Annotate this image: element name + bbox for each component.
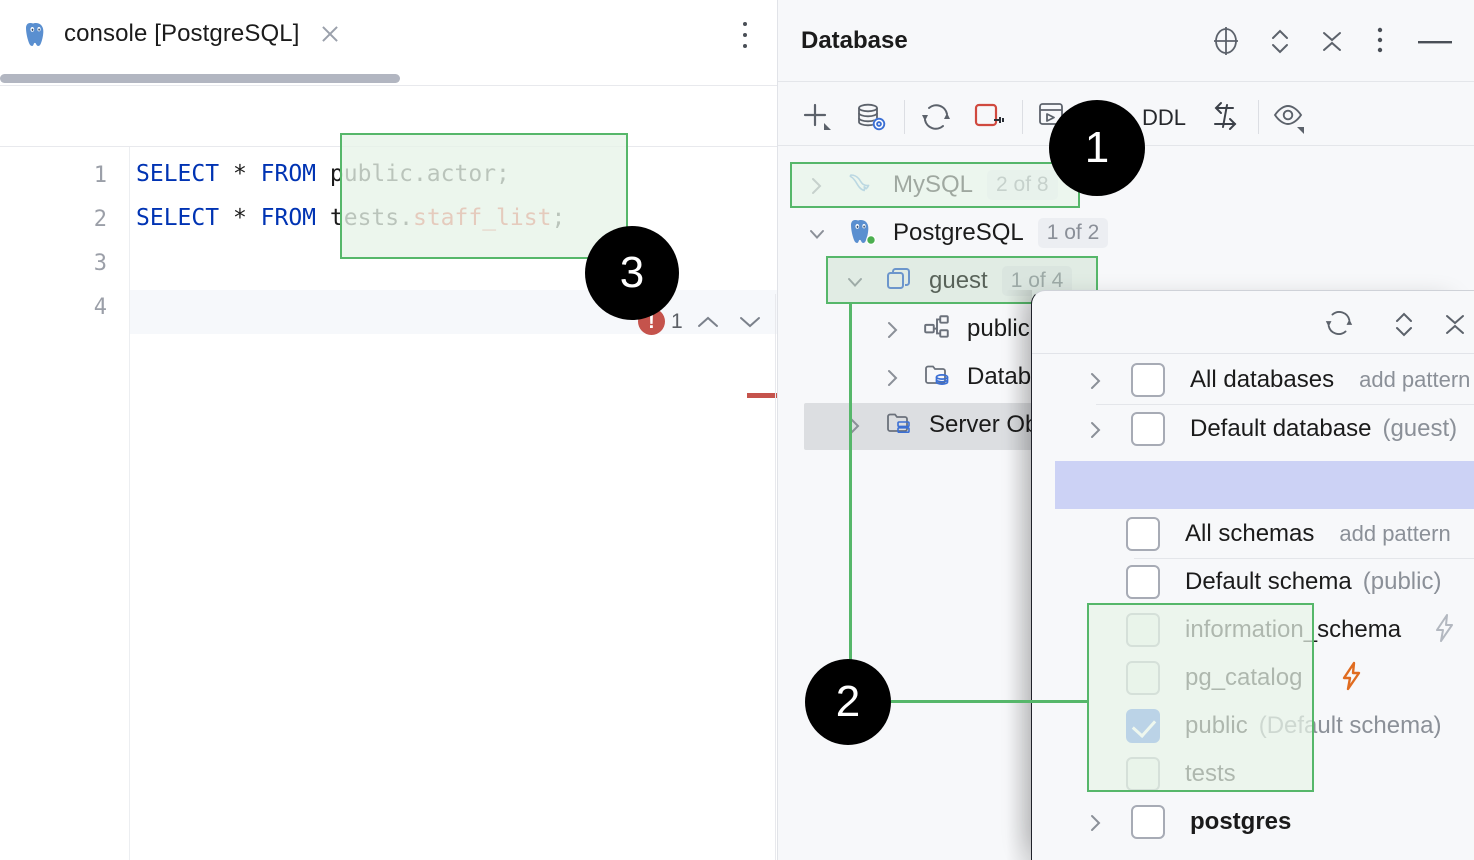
refresh-sync-icon[interactable] [918,100,954,139]
ddl-button[interactable]: DDL [1142,105,1187,130]
database-properties-icon[interactable] [854,100,890,139]
callout-badge-1: 1 [1049,100,1145,196]
tree-item-label: public [967,315,1030,342]
line-number: 2 [93,207,107,232]
minimize-icon[interactable] [1418,32,1452,50]
close-icon[interactable] [317,21,343,47]
add-pattern-link[interactable]: add pattern [1359,367,1471,392]
popup-row-label: Default schema [1185,568,1352,595]
popup-row-selection [1055,461,1474,509]
checkbox-default-schema[interactable] [1126,565,1160,599]
chevron-right-icon[interactable] [1088,420,1106,438]
tree-item-guest[interactable]: guest 1 of 4 [778,257,1474,305]
popup-row-default-database[interactable]: Default database (guest) [1032,405,1474,453]
divider [129,147,130,860]
plus-add-icon[interactable] [800,100,834,139]
divider [778,81,1474,82]
chevron-up-icon[interactable] [697,315,719,334]
tree-item-label: PostgreSQL [893,219,1024,246]
target-locate-icon[interactable] [1209,24,1243,63]
postgresql-elephant-icon [847,216,879,251]
server-folder-icon [885,409,913,442]
popup-header [1032,291,1474,353]
chevron-right-icon[interactable] [847,416,865,434]
chevron-right-icon[interactable] [1088,813,1106,831]
database-copy-icon [885,265,913,298]
editor-tab-console-postgresql[interactable]: console [PostgreSQL] [24,0,343,68]
popup-row-postgres[interactable]: postgres [1032,798,1474,846]
jump-to-editor-icon[interactable] [1209,100,1245,139]
popup-row-default-schema[interactable]: Default schema (public) [1032,558,1474,606]
popup-row-sublabel: (public) [1362,568,1442,595]
chevron-right-icon[interactable] [1088,371,1106,389]
page-title: Database [801,27,908,54]
popup-row-label: postgres [1190,808,1292,835]
expand-collapse-icon[interactable] [1265,24,1295,63]
db-folder-icon [923,361,951,394]
chevron-right-icon[interactable] [885,368,903,386]
add-pattern-link[interactable]: add pattern [1339,521,1451,546]
sql-console-pane: console [PostgreSQL] p [0,0,777,860]
eye-filter-icon[interactable] [1272,100,1308,139]
line-number: 1 [93,163,107,188]
editor-tab-label: console [PostgreSQL] [64,20,300,47]
bolt-icon [1337,660,1367,697]
schema-icon [923,313,951,346]
tree-item-label: guest [929,267,988,294]
editor-tab-strip: console [PostgreSQL] [0,0,777,68]
disconnect-icon[interactable] [972,100,1008,139]
chevron-down-icon[interactable] [847,272,865,290]
postgresql-elephant-icon [24,19,52,49]
bolt-icon [1430,612,1460,649]
divider [904,100,905,134]
divider [1134,558,1474,559]
checkbox-postgres[interactable] [1131,805,1165,839]
chevron-down-icon[interactable] [809,224,827,242]
annotation-connector-horizontal [891,700,1087,703]
divider [0,85,777,86]
annotation-highlight-mysql-node [790,162,1080,208]
tree-item-postgresql[interactable]: PostgreSQL 1 of 2 [778,209,1474,257]
editor-hscrollbar-thumb[interactable] [0,74,400,83]
chevron-right-icon[interactable] [885,320,903,338]
collapse-all-icon[interactable] [1317,24,1347,63]
divider [1022,100,1023,134]
callout-badge-3: 3 [585,226,679,320]
callout-badge-2: 2 [805,659,891,745]
popup-shadow [1006,290,1032,860]
tree-item-public-schema[interactable]: public [778,305,1474,353]
editor-line-number-gutter: 1 2 3 4 [0,147,129,860]
more-options-icon[interactable] [743,22,751,48]
line-number: 4 [93,295,107,320]
annotation-highlight-schema-list [1087,603,1314,792]
divider [1032,353,1474,354]
line-number: 3 [93,251,107,276]
collapse-all-icon[interactable] [1440,307,1470,346]
database-panel-header: Database [778,0,1474,81]
divider [1258,100,1259,134]
checkbox-default-database[interactable] [1131,412,1165,446]
popup-row-sublabel: (guest) [1382,415,1458,442]
tree-item-count: 1 of 2 [1037,218,1109,248]
popup-row-all-schemas[interactable]: All schemas add pattern [1032,510,1474,558]
annotation-highlight-sql-objects [340,133,628,259]
expand-collapse-icon[interactable] [1389,307,1419,346]
annotation-connector-vertical [849,304,852,660]
popup-row-label: Default database [1190,415,1372,442]
checkbox-all-schemas[interactable] [1126,517,1160,551]
checkbox-all-databases[interactable] [1131,363,1165,397]
chevron-down-icon[interactable] [739,315,761,334]
popup-row-label: All schemas [1185,520,1315,547]
popup-row-all-databases[interactable]: All databases add pattern [1032,356,1474,404]
more-options-icon[interactable] [1376,25,1384,60]
popup-row-label: All databases [1190,366,1335,393]
divider [775,294,776,860]
divider [1096,404,1474,405]
refresh-sync-icon[interactable] [1322,307,1356,344]
error-stripe-marker[interactable] [747,393,777,398]
inspection-error-count: 1 [671,309,683,333]
